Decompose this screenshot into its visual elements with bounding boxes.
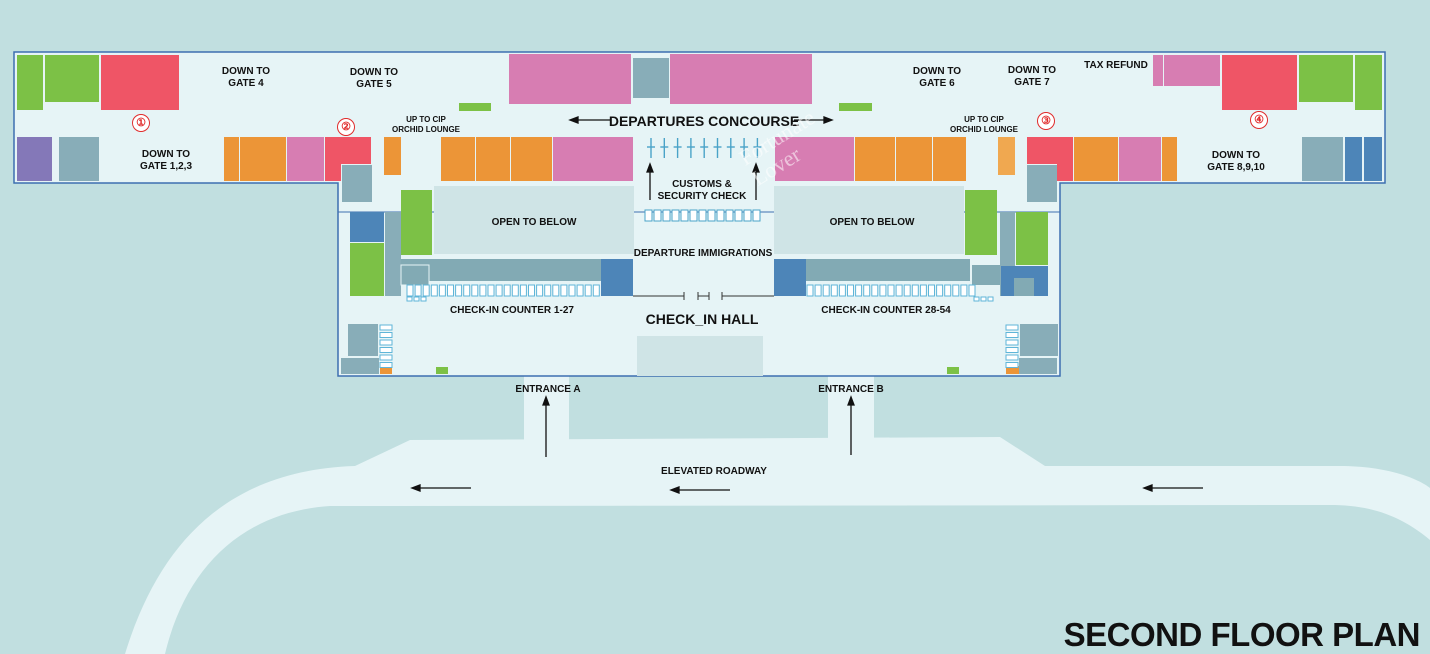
label-checkin-counter-right: CHECK-IN COUNTER 28-54: [821, 305, 951, 316]
direction-arrows: [410, 116, 1203, 494]
label-tax-refund: TAX REFUND: [1084, 60, 1148, 71]
checkin-left-zone: [341, 186, 634, 374]
label-open-below-left: OPEN TO BELOW: [491, 217, 577, 228]
location-marker-2: ②: [337, 118, 355, 136]
label-elevated-roadway: ELEVATED ROADWAY: [661, 466, 767, 477]
top-left-shops: [17, 55, 491, 202]
immigration-booths: [644, 209, 761, 222]
central-corridor: [633, 292, 774, 300]
label-customs: CUSTOMS &SECURITY CHECK: [657, 179, 747, 202]
location-marker-4: ④: [1250, 111, 1268, 129]
checkin-counters-left: [406, 284, 600, 302]
label-departure-immigrations: DEPARTURE IMMIGRATIONS: [633, 248, 773, 259]
checkin-right-zone: [774, 186, 1058, 374]
label-entrance-b: ENTRANCE B: [818, 384, 884, 395]
checkin-hall-block: [637, 336, 763, 376]
checkin-counters-right: [806, 284, 994, 302]
elevator-banks: [379, 324, 1019, 368]
label-checkin-counter-left: CHECK-IN COUNTER 1-27: [450, 305, 574, 316]
security-lanes: [647, 138, 762, 158]
roadway-surface: [125, 437, 1430, 654]
location-marker-1: ①: [132, 114, 150, 132]
label-entrance-a: ENTRANCE A: [515, 384, 581, 395]
label-open-below-right: OPEN TO BELOW: [829, 217, 915, 228]
label-checkin-hall: CHECK_IN HALL: [645, 311, 759, 327]
label-departures-concourse: DEPARTURES CONCOURSE: [608, 113, 800, 129]
top-right-shops: [1027, 55, 1382, 202]
location-marker-3: ③: [1037, 112, 1055, 130]
page-title: SECOND FLOOR PLAN: [1063, 616, 1421, 653]
top-center-shops: [441, 54, 1015, 181]
